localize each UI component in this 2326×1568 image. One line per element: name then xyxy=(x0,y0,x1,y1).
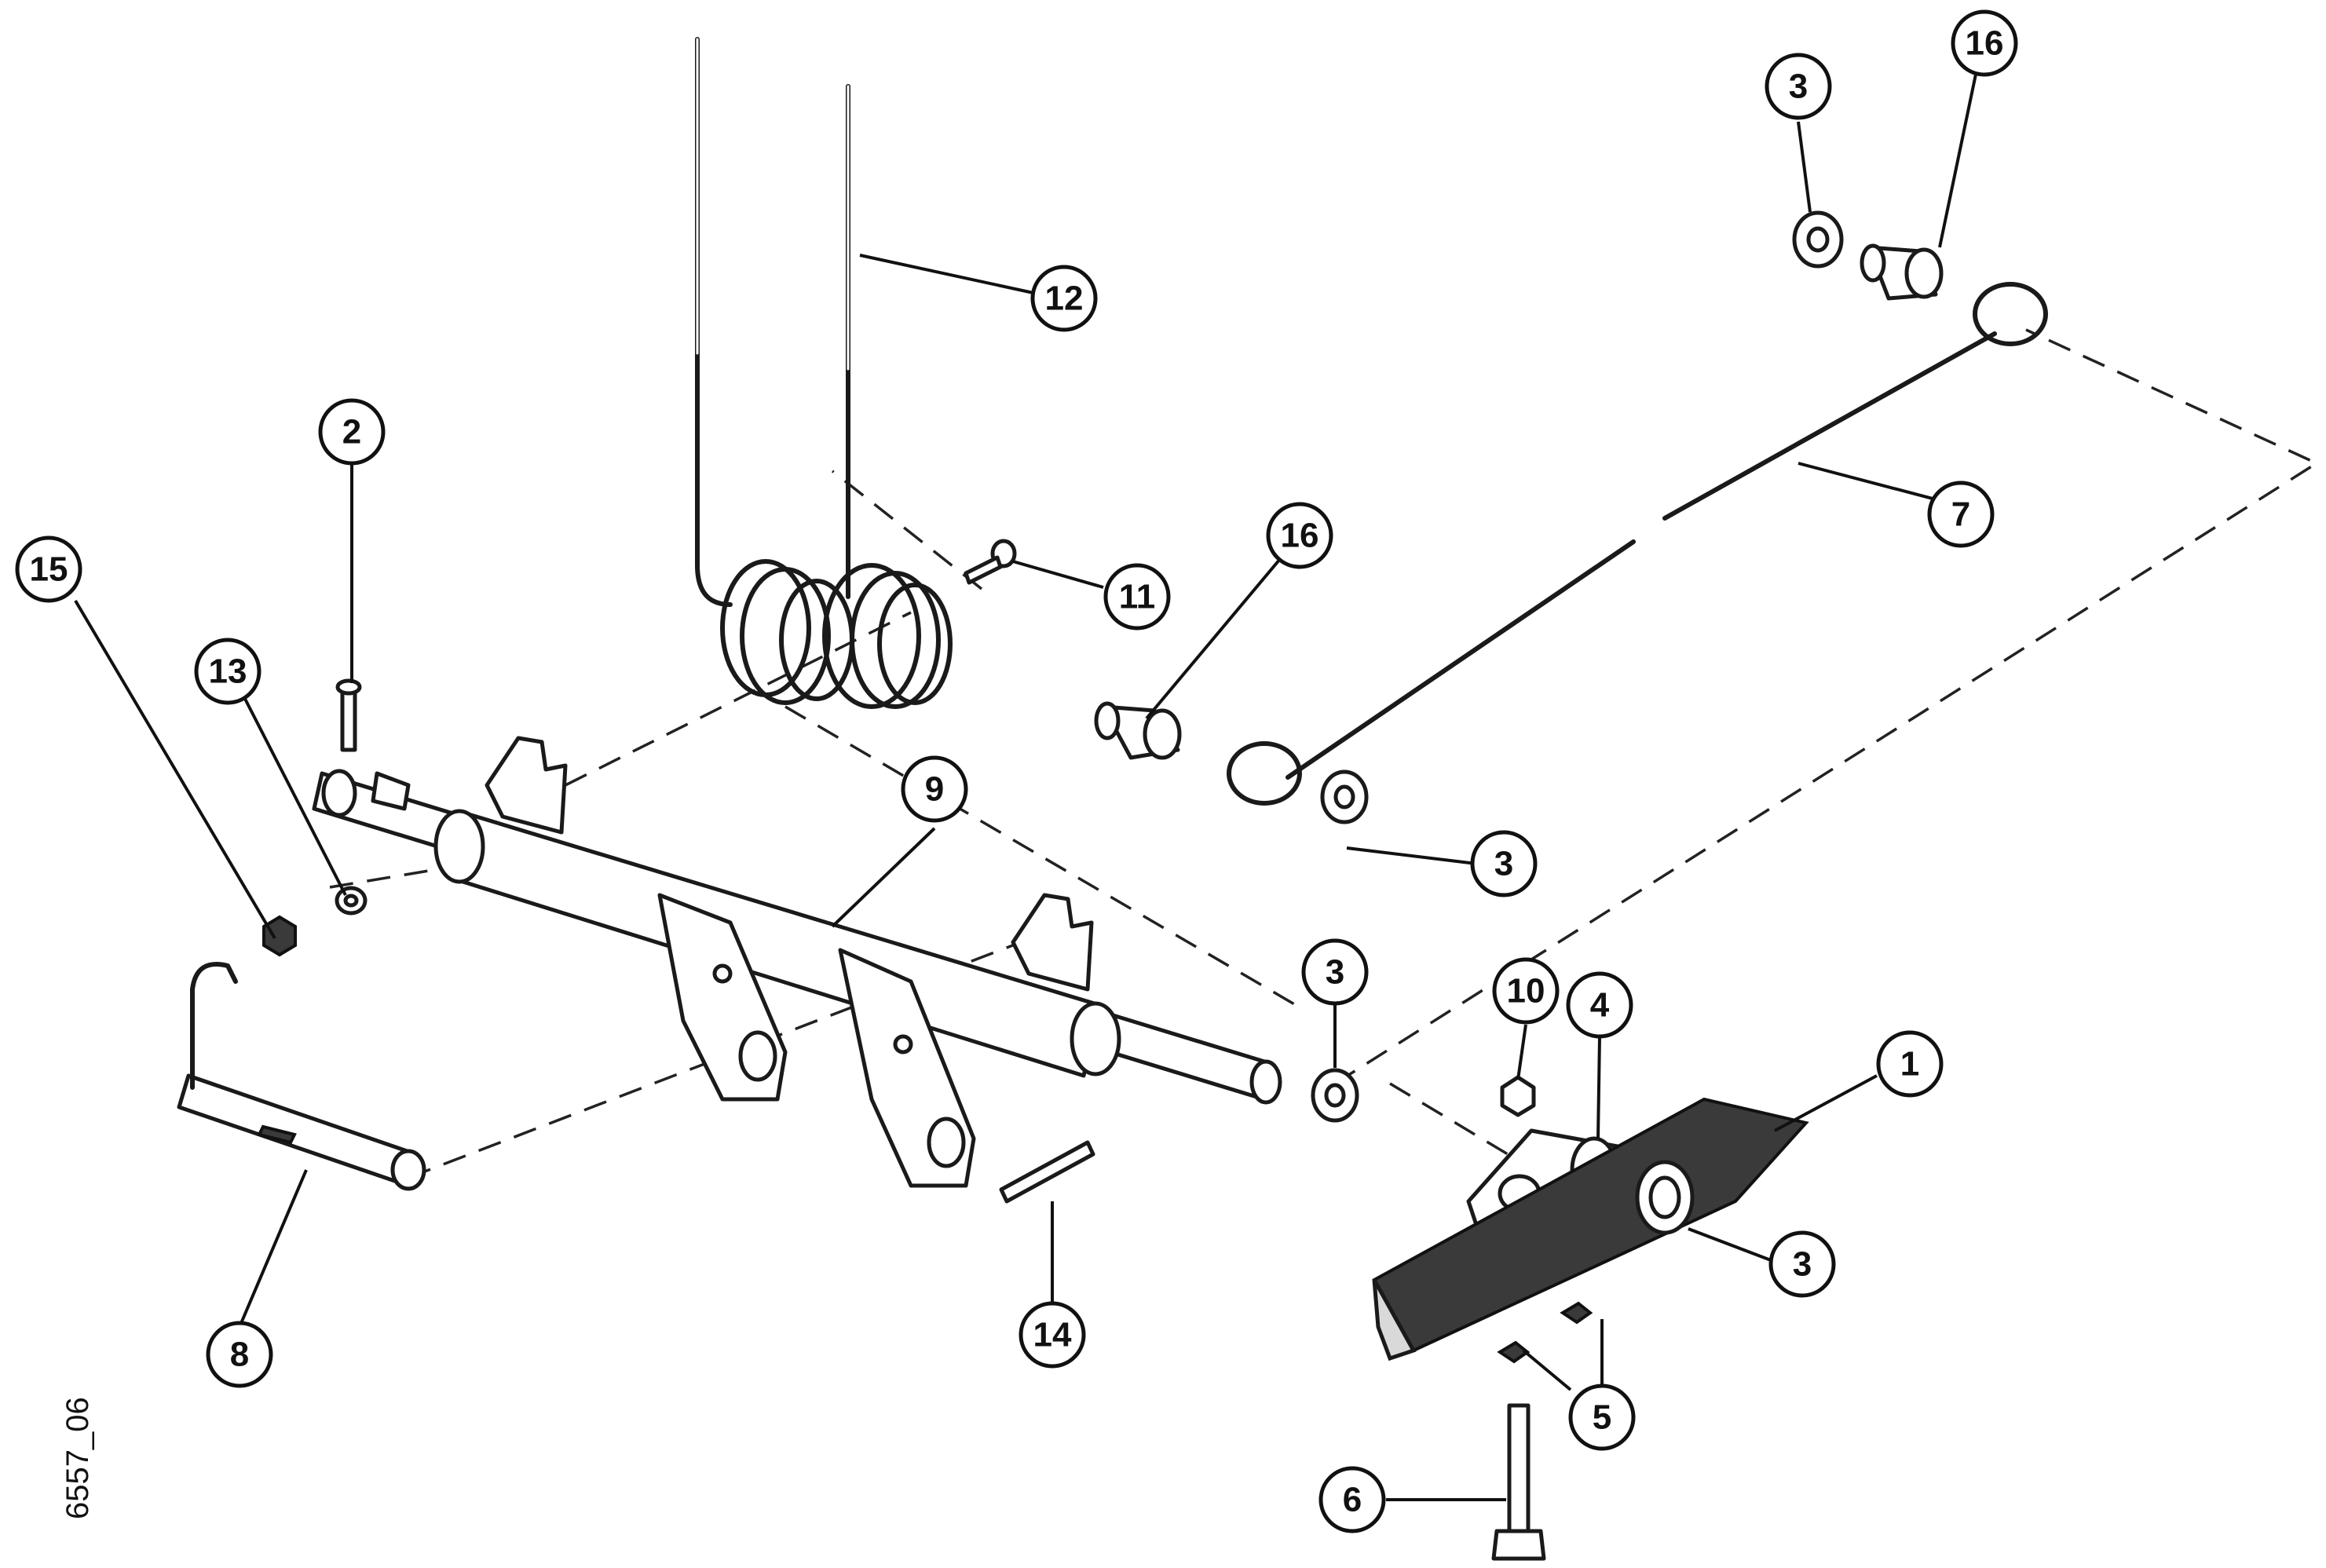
hooked-rod-part-8 xyxy=(177,962,426,1191)
svg-text:10: 10 xyxy=(1507,972,1545,1011)
callout-14: 14 xyxy=(1019,1301,1086,1369)
callout-2: 2 xyxy=(318,398,386,466)
svg-text:5: 5 xyxy=(1593,1398,1611,1437)
svg-text:15: 15 xyxy=(30,550,68,589)
callout-4: 4 xyxy=(1566,971,1633,1039)
callout-5: 5 xyxy=(1568,1383,1636,1451)
svg-text:14: 14 xyxy=(1033,1316,1072,1354)
callout-7: 7 xyxy=(1927,481,1995,548)
washer-part-13 xyxy=(335,886,368,916)
bushing-part-16-right xyxy=(1860,243,1944,301)
callout-3-mid: 3 xyxy=(1470,830,1538,897)
connecting-rod-part-7 xyxy=(1227,282,2048,806)
svg-text:7: 7 xyxy=(1951,495,1970,534)
washers-part-5 xyxy=(1497,1301,1593,1364)
pin-part-2 xyxy=(335,678,362,752)
svg-text:6: 6 xyxy=(1343,1481,1362,1519)
svg-text:4: 4 xyxy=(1590,986,1610,1025)
callout-3-low: 3 xyxy=(1301,938,1369,1006)
pedal-pad-part-1 xyxy=(1372,1097,1809,1361)
small-bolt-part-11 xyxy=(964,539,1017,585)
washer-part-3-top xyxy=(1792,210,1844,269)
svg-text:12: 12 xyxy=(1045,280,1084,318)
callout-8: 8 xyxy=(206,1321,273,1388)
svg-text:13: 13 xyxy=(209,652,247,691)
torsion-spring-part-12 xyxy=(695,37,953,709)
callout-16-top: 16 xyxy=(1951,9,2018,77)
svg-text:1: 1 xyxy=(1900,1045,1919,1084)
callout-13: 13 xyxy=(194,638,261,705)
washer-part-3-mid xyxy=(1320,769,1369,824)
svg-text:8: 8 xyxy=(230,1336,249,1374)
svg-text:3: 3 xyxy=(1793,1245,1812,1284)
svg-text:3: 3 xyxy=(1789,68,1808,106)
roll-pin-part-14 xyxy=(999,1140,1095,1204)
bolt-part-6 xyxy=(1491,1403,1546,1561)
svg-text:11: 11 xyxy=(1119,578,1156,616)
svg-text:3: 3 xyxy=(1494,845,1513,883)
svg-text:2: 2 xyxy=(342,413,361,451)
nut-part-15 xyxy=(262,915,297,957)
drawing-code: 6557_06 xyxy=(60,1397,95,1519)
callout-3-right: 3 xyxy=(1768,1230,1836,1298)
svg-text:16: 16 xyxy=(1281,517,1319,555)
svg-text:3: 3 xyxy=(1326,953,1344,992)
callout-16-mid: 16 xyxy=(1266,502,1333,569)
callout-10: 10 xyxy=(1492,957,1560,1025)
shaft-assembly-part-9 xyxy=(312,736,1282,1188)
callout-15: 15 xyxy=(15,535,82,603)
callout-1: 1 xyxy=(1876,1030,1944,1098)
callout-3-top: 3 xyxy=(1765,53,1832,120)
washer-part-3-low xyxy=(1311,1068,1359,1123)
callout-11: 11 xyxy=(1103,563,1171,630)
nut-part-10 xyxy=(1500,1075,1536,1117)
callout-leader-lines xyxy=(74,66,1979,1501)
callout-6: 6 xyxy=(1318,1466,1386,1533)
svg-text:9: 9 xyxy=(925,770,944,809)
bushing-part-16-left xyxy=(1094,701,1182,760)
callout-12: 12 xyxy=(1030,265,1098,332)
callout-9: 9 xyxy=(901,755,968,823)
svg-text:16: 16 xyxy=(1966,24,2004,63)
